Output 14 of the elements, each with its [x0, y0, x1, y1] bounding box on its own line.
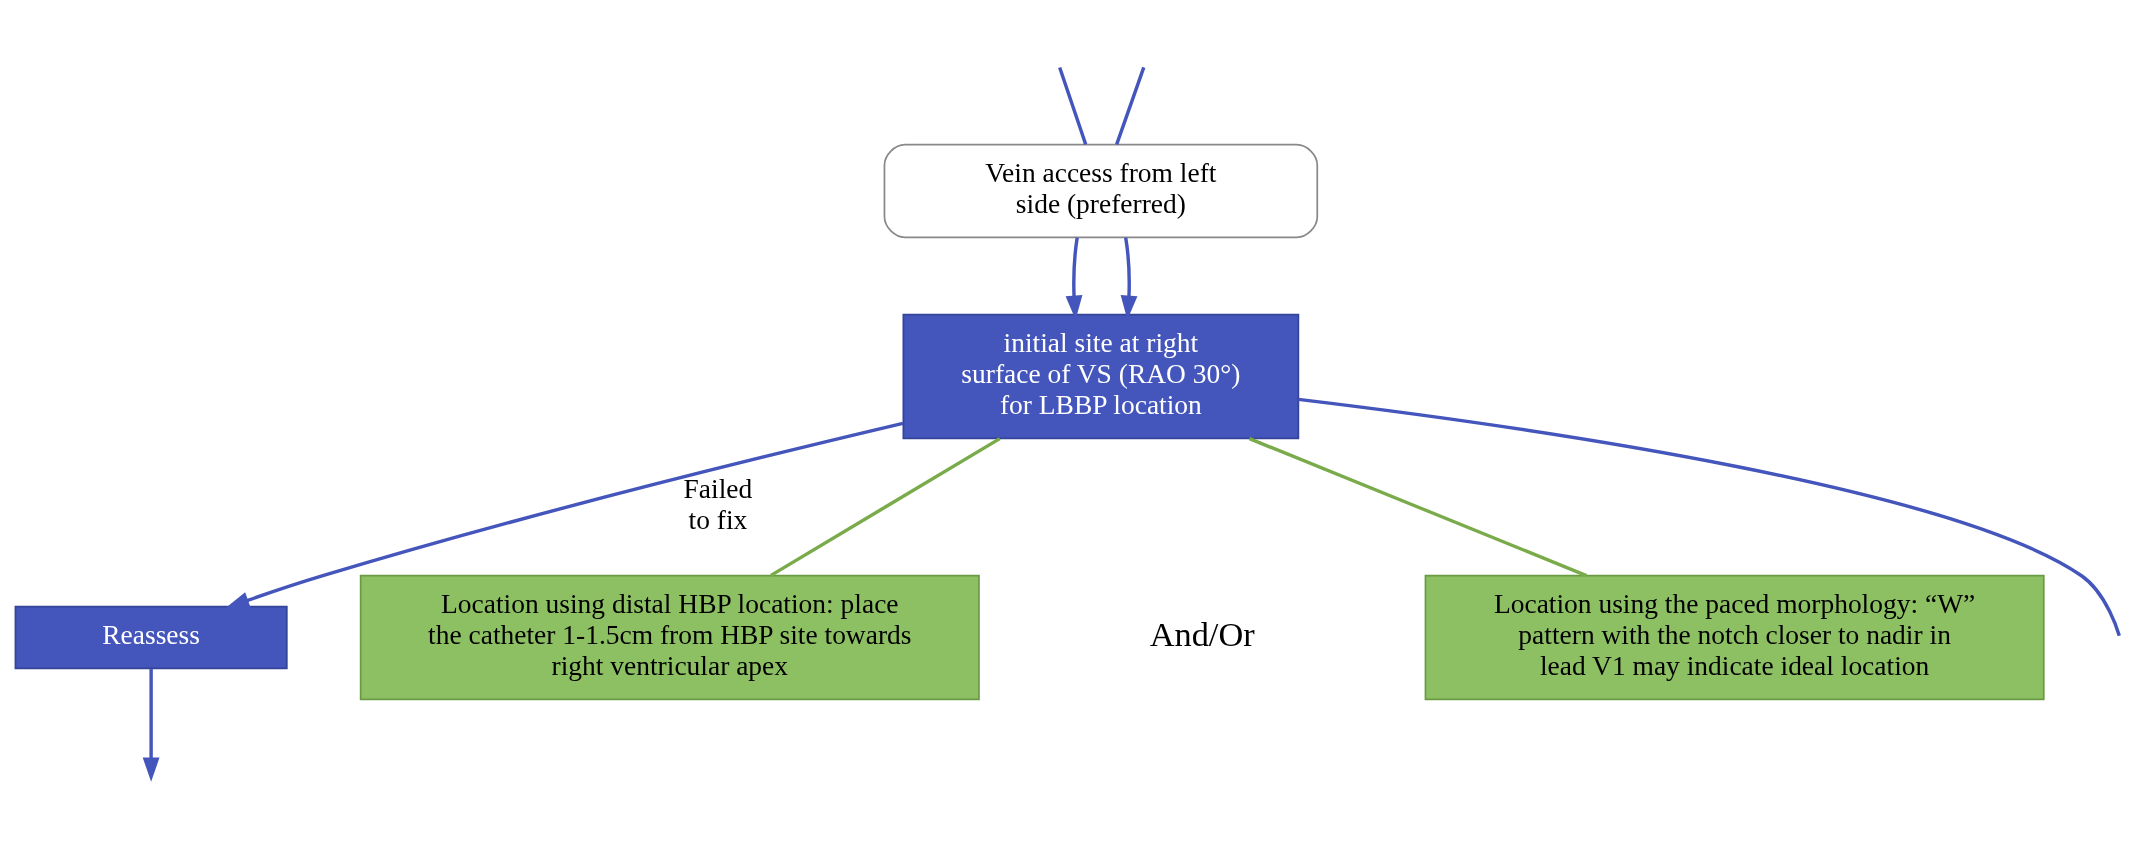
node-box: Vein access from left side (preferred) — [883, 143, 1319, 239]
arrow — [225, 421, 904, 609]
connector — [1115, 66, 1146, 145]
connector — [770, 437, 1001, 577]
node-box: initial site at right surface of VS (RAO 30°) for LBBP location — [902, 313, 1300, 440]
label: And/Or — [1149, 615, 1255, 654]
connector — [1058, 66, 1088, 145]
arrow — [142, 669, 160, 782]
connector — [1248, 437, 1588, 578]
node-box: Location using the paced morphology: “W” pattern with the notch closer to nadir in lead V1 may indicate ideal location — [1424, 574, 2045, 701]
edge-label: Failed to fix — [683, 474, 753, 535]
node-box: Location using distal HBP location: place the catheter 1-1.5cm from HBP site towards right ventricular apex — [359, 574, 980, 701]
connector — [1298, 397, 2121, 637]
node-box: Reassess — [14, 605, 288, 670]
